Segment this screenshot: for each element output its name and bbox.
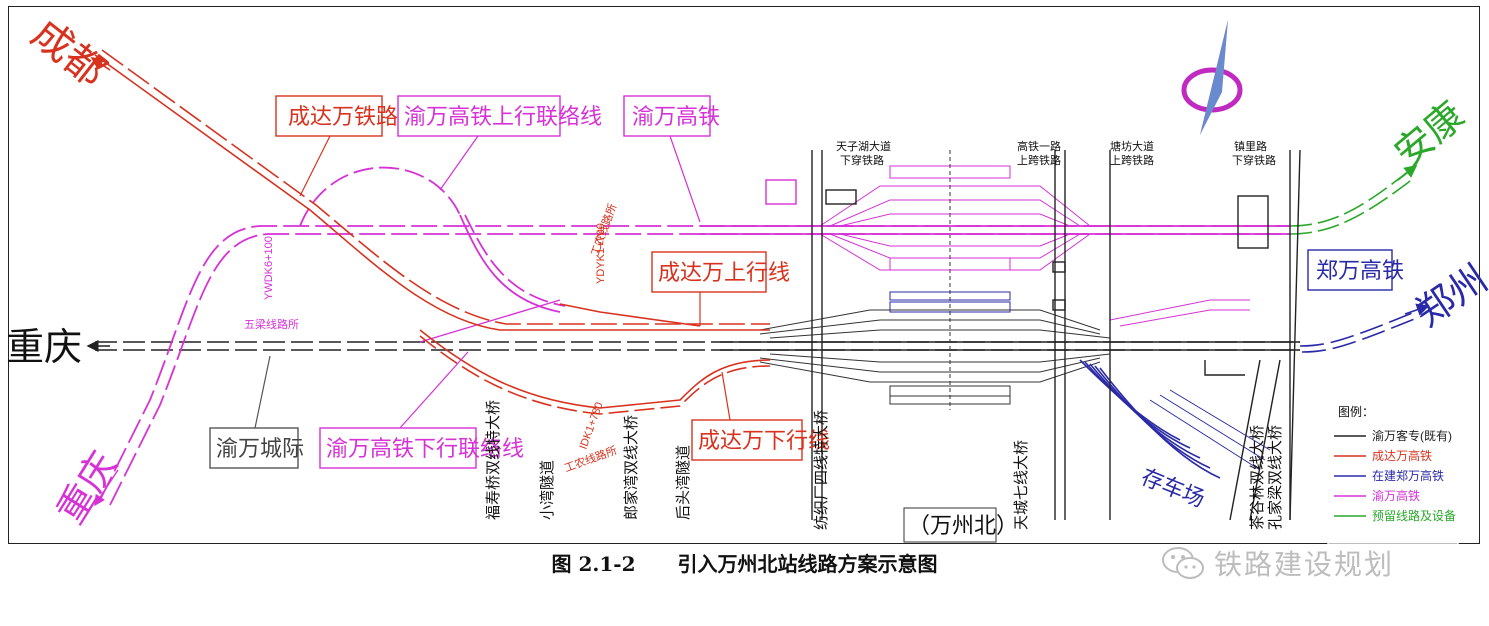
bridge-chalin: 茶谷林双线大桥 (1249, 425, 1266, 530)
city-zhengzhou: 郑州 (1409, 258, 1489, 335)
label-chengdawan-down: 成达万下行线 (698, 428, 830, 453)
city-chongqing-sw: 重庆 (50, 445, 126, 532)
tunnel-xiaowan: 小湾隧道 (539, 460, 556, 520)
compass-icon (1181, 20, 1243, 135)
zhengwan-lines (1079, 303, 1430, 479)
caption-number: 图 2.1-2 (551, 552, 636, 576)
label-yuwan-up-link: 渝万高铁上行联络线 (404, 104, 602, 129)
station-name: （万州北） (908, 513, 1018, 538)
mileage-ywdk: YWDK6+100 (263, 236, 275, 300)
yuwan-station-tracks (819, 150, 1091, 290)
road-gaotie-1: 高铁一路 (1017, 139, 1061, 153)
city-chongqing-west: 重庆 (6, 327, 82, 369)
road-zhenli-2: 下穿铁路 (1232, 153, 1276, 167)
cross-structures (765, 149, 1301, 521)
depot-label: 存车场 (1138, 464, 1209, 512)
legend-swatches (1334, 435, 1366, 517)
chengdawan-lines (90, 49, 771, 415)
existing-mainline (86, 340, 1300, 352)
label-chengdawan-railway: 成达万铁路 (288, 104, 398, 129)
label-chengdawan-up: 成达万上行线 (658, 260, 790, 285)
road-zhenli-1: 镇里路 (1234, 139, 1267, 153)
label-yuwan-down-link: 渝万高铁下行联络线 (326, 436, 524, 461)
wechat-icon (1162, 547, 1204, 579)
legend-item-existing: 渝万客专(既有) (1372, 428, 1452, 443)
road-tianzihu-2: 下穿铁路 (840, 153, 884, 167)
road-tangfang-1: 塘坊大道 (1110, 139, 1154, 153)
bridge-fangzhichang: 纺织厂四线特大桥 (813, 410, 830, 530)
yuwan-hsr-line (94, 166, 1290, 507)
figure-caption: 图 2.1-2 引入万州北站线路方案示意图 (0, 548, 1489, 577)
label-zhengwan-hsr: 郑万高铁 (1316, 258, 1404, 283)
road-tianzihu-1: 天子湖大道 (836, 139, 891, 153)
caption-text: 引入万州北站线路方案示意图 (677, 552, 938, 576)
bridge-fushouqiao: 福寿桥双线特大桥 (485, 400, 502, 520)
label-boxes (209, 95, 1459, 545)
reserved-lines (1289, 165, 1418, 235)
mileage-idk: IDK1+780 (578, 401, 606, 451)
road-tangfang-2: 上跨铁路 (1110, 154, 1154, 167)
bridge-langjiawan: 郎家湾双线大桥 (623, 415, 640, 520)
mileage-ydyk: YDYK1+700 (595, 223, 607, 284)
tunnel-houtouwan: 后头湾隧道 (675, 445, 692, 520)
legend-item-zhengwan: 在建郑万高铁 (1372, 468, 1444, 483)
legend-title: 图例： (1338, 405, 1374, 419)
site-gongnong-down: 工农线路所 (562, 443, 618, 475)
label-yuwan-intercity: 渝万城际 (216, 436, 304, 461)
site-wuliang: 五梁线路所 (244, 317, 299, 331)
station-box (903, 507, 997, 543)
bridge-kongjialiang: 孔家梁双线大桥 (1267, 425, 1284, 530)
city-chengdu: 成都 (23, 11, 114, 96)
city-ankang: 安康 (1387, 95, 1472, 176)
watermark: 铁路建设规划 (1160, 545, 1394, 581)
road-gaotie-2: 上跨铁路 (1017, 154, 1061, 167)
label-yuwan-hsr: 渝万高铁 (632, 104, 720, 129)
legend-item-reserved: 预留线路及设备 (1372, 508, 1456, 523)
leader-lines (254, 135, 731, 429)
legend-item-chengdawan: 成达万高铁 (1372, 448, 1432, 463)
station-tracks (759, 290, 1111, 410)
legend-item-yuwan: 渝万高铁 (1372, 488, 1420, 503)
bridge-tiancheng: 天城七线大桥 (1013, 440, 1030, 530)
watermark-text: 铁路建设规划 (1214, 548, 1395, 581)
